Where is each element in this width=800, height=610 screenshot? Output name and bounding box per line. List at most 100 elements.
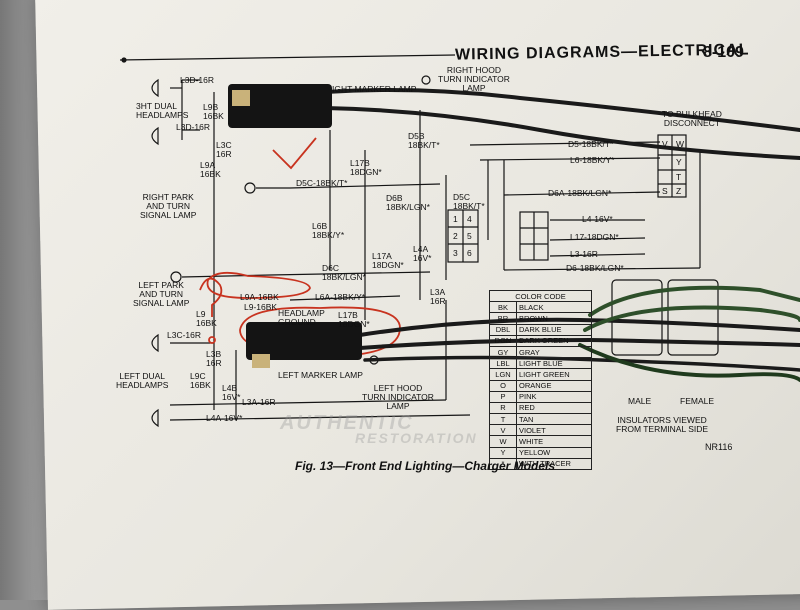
label-l9a: L9A 16BK xyxy=(200,160,221,179)
color-code-abbrev: BK xyxy=(489,301,517,314)
pin-t: T xyxy=(676,172,682,182)
label-to-bulkhead: TO BULKHEAD DISCONNECT xyxy=(662,109,722,128)
color-code-abbrev: O xyxy=(489,379,517,392)
label-l3d-mid: L3D-16R xyxy=(176,122,211,132)
label-d5c-right: D5C 18BK/T* xyxy=(453,192,485,211)
color-code-name: WITH TRACER xyxy=(516,457,592,471)
label-l17b-bottom: L17B 18DGN* xyxy=(338,310,370,329)
label-l3d-top: L3D-16R xyxy=(180,75,215,85)
label-male: MALE xyxy=(628,396,652,406)
label-l9c: L9C 16BK xyxy=(190,371,211,390)
color-code-abbrev: LBL xyxy=(489,357,517,370)
color-code-name: WHITE xyxy=(516,435,592,448)
top-connector xyxy=(228,84,332,128)
color-code-abbrev: GY xyxy=(489,345,517,359)
label-l17a: L17A 18DGN* xyxy=(372,251,404,270)
pin-6: 6 xyxy=(467,248,472,258)
label-headlamp-ground: HEADLAMP GROUND xyxy=(278,308,325,327)
pin-2: 2 xyxy=(453,231,458,241)
page-number: 8-109 xyxy=(703,44,744,61)
watermark-line2: RESTORATION xyxy=(355,430,478,446)
label-l3a-bottom: L3A-16R xyxy=(242,397,276,407)
color-code-abbrev: LGN xyxy=(489,368,517,381)
color-code-name: VIOLET xyxy=(516,424,592,437)
color-code-name: LIGHT BLUE xyxy=(516,357,592,370)
label-l9-16bk: L9-16BK xyxy=(244,302,278,312)
label-l3b: L3B 16R xyxy=(206,349,222,368)
pin-4: 4 xyxy=(467,214,472,224)
label-l9b: L9B 16BK xyxy=(203,102,224,121)
label-female: FEMALE xyxy=(680,396,715,406)
color-code-name: ORANGE xyxy=(516,379,592,392)
color-code-row: *WITH TRACER xyxy=(489,457,592,471)
label-l4b: L4B 16V* xyxy=(222,383,241,402)
color-code-name: BLACK xyxy=(516,301,592,314)
label-l4a-bottom: L4A-16V* xyxy=(206,413,243,423)
color-code-abbrev: P xyxy=(489,390,517,403)
label-l17-right: L17-18DGN* xyxy=(570,232,619,242)
pin-w: W xyxy=(676,139,685,149)
pin-z: Z xyxy=(676,186,682,196)
color-code-abbrev: Y xyxy=(489,446,517,459)
color-code-abbrev: R xyxy=(489,401,517,415)
watermark-line1: AUTHENTIC xyxy=(280,412,414,434)
pin-v: V xyxy=(662,139,668,149)
color-code-name: GRAY xyxy=(516,345,592,359)
label-left-hood: LEFT HOOD TURN INDICATOR LAMP xyxy=(362,383,434,411)
label-l3-right: L3-16R xyxy=(570,249,598,259)
figure-caption: Fig. 13—Front End Lighting—Charger Model… xyxy=(295,459,555,473)
pin-s: S xyxy=(662,186,668,196)
pin-5: 5 xyxy=(467,231,472,241)
label-l17b-top: L17B 18DGN* xyxy=(350,158,382,177)
label-l6-right: L6-18BK/Y* xyxy=(570,155,615,165)
label-left-park: LEFT PARK AND TURN SIGNAL LAMP xyxy=(133,280,190,308)
label-l3c-bottom: L3C-16R xyxy=(167,330,202,340)
label-right-marker: IGHT MARKER LAMP xyxy=(332,84,417,94)
color-code-name: YELLOW xyxy=(516,446,592,459)
label-left-marker: LEFT MARKER LAMP xyxy=(278,370,363,380)
pin-3: 3 xyxy=(453,248,458,258)
label-d6a-right: D6A-18BK/LGN* xyxy=(548,188,612,198)
label-d6c: D6C 18BK/LGN* xyxy=(322,263,366,282)
color-code-abbrev: V xyxy=(489,424,517,437)
color-code-name: BROWN xyxy=(516,312,592,325)
label-l4-right: L4-16V* xyxy=(582,214,613,224)
bottom-connector xyxy=(246,322,362,360)
color-code-name: PINK xyxy=(516,390,592,403)
label-d6b: D6B 18BK/LGN* xyxy=(386,193,430,212)
label-left-dual-headlamps: LEFT DUAL HEADLAMPS xyxy=(116,371,169,390)
pin-y: Y xyxy=(676,157,682,167)
color-code-name: RED xyxy=(516,401,592,415)
color-code-name: DARK BLUE xyxy=(516,323,592,336)
label-l3c-top: L3C 16R xyxy=(216,140,232,159)
figure-code: NR116 xyxy=(705,442,733,452)
label-d5c-left: D5C-18BK/T* xyxy=(296,178,348,188)
color-code-name: TAN xyxy=(516,413,592,426)
label-insulators: INSULATORS VIEWED FROM TERMINAL SIDE xyxy=(616,415,709,434)
color-code-name: DARK GREEN xyxy=(516,334,592,347)
label-l9-left: L9 16BK xyxy=(196,309,217,328)
color-code-abbrev: T xyxy=(489,413,517,426)
label-l3a-mid: L3A 16R xyxy=(430,287,446,306)
label-right-hood: RIGHT HOOD TURN INDICATOR LAMP xyxy=(438,65,510,93)
label-l6b: L6B 18BK/Y* xyxy=(312,221,345,240)
color-code-abbrev: DBL xyxy=(489,323,517,336)
label-d5b: D5B 18BK/T* xyxy=(408,131,440,150)
label-l9a-left: L9A-16BK xyxy=(240,292,279,302)
